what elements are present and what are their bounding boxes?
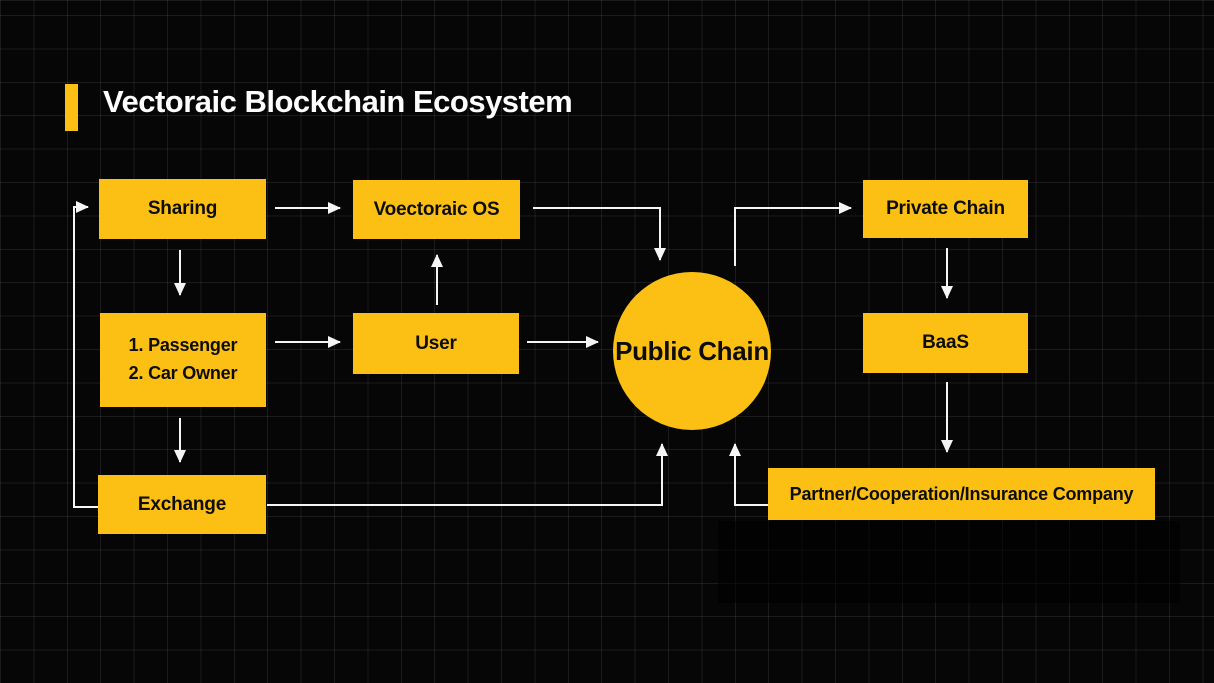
- node-public-chain: Public Chain: [613, 272, 771, 430]
- node-user-label: User: [415, 332, 457, 354]
- arrow-exchange-to-public-chain: [267, 443, 668, 506]
- arrow-public-chain-to-private-chain: [734, 202, 852, 266]
- partner-box-shadow: [718, 521, 1180, 603]
- arrow-partner-to-public-chain: [729, 443, 768, 506]
- node-private-chain-label: Private Chain: [886, 198, 1005, 219]
- node-exchange: Exchange: [98, 475, 266, 534]
- node-passenger-car-owner: 1. Passenger 2. Car Owner: [100, 313, 266, 407]
- node-voectoraic-os-label: Voectoraic OS: [373, 198, 500, 220]
- node-passenger-car-owner-label: 1. Passenger 2. Car Owner: [129, 332, 238, 388]
- passenger-line: 1. Passenger: [128, 335, 238, 356]
- node-baas-label: BaaS: [922, 332, 969, 353]
- node-baas: BaaS: [863, 313, 1028, 373]
- title-accent-bar: [65, 84, 78, 131]
- node-partner-label: Partner/Cooperation/Insurance Company: [789, 483, 1134, 504]
- node-exchange-label: Exchange: [137, 493, 227, 515]
- node-partner-cooperation-insurance: Partner/Cooperation/Insurance Company: [768, 468, 1155, 520]
- node-public-chain-label: Public Chain: [615, 335, 769, 366]
- node-voectoraic-os: Voectoraic OS: [353, 180, 520, 239]
- node-private-chain: Private Chain: [863, 180, 1028, 238]
- node-sharing-label: Sharing: [147, 198, 218, 219]
- node-sharing: Sharing: [99, 179, 266, 239]
- page-title: Vectoraic Blockchain Ecosystem: [103, 84, 573, 119]
- car-owner-line: 2. Car Owner: [128, 363, 238, 383]
- node-user: User: [353, 313, 519, 374]
- arrow-os-to-public-chain: [533, 207, 666, 261]
- arrow-exchange-to-sharing: [73, 201, 98, 508]
